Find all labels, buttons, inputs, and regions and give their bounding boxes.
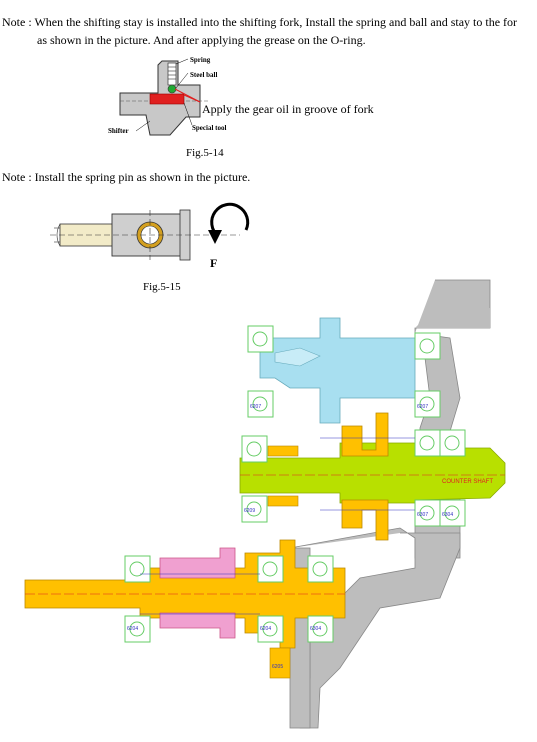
bearing-label-8: 6304 [442,512,453,518]
transmission-assembly: COUNTER SHAFT 6207 6207 6209 6307 6204 6 [24,279,506,729]
figure-5-14 [119,58,210,136]
label-steel-ball: Steel ball [190,71,218,79]
pink-gear-lower [159,612,236,639]
bearing-label-7: 6304 [310,626,321,632]
housing-upper [414,279,491,454]
label-spring: Spring [190,56,211,64]
bearing-label-1: 6207 [250,404,261,410]
note-1-line-2: as shown in the picture. And after apply… [37,33,366,47]
upper-shaft [259,317,416,424]
counter-shaft [239,442,506,504]
fig-5-15-caption: Fig.5-15 [143,281,181,293]
figure-5-15 [50,202,250,261]
fig-5-14-caption: Fig.5-14 [186,147,224,159]
bearing-label-6: 6204 [260,626,271,632]
counter-shaft-label: COUNTER SHAFT [442,479,493,485]
label-shifter: Shifter [108,127,129,135]
bearing-label-2: 6207 [417,404,428,410]
gear-upper [341,412,389,457]
note-2: Note : Install the spring pin as shown i… [2,170,251,184]
label-gear-oil: Apply the gear oil in groove of fork [202,102,374,116]
note-1-line-1: Note : When the shifting stay is install… [2,15,518,29]
rotation-arrow [210,202,250,238]
bearing-label-9: 6205 [272,664,283,670]
pink-gear-upper [159,547,236,579]
bearing-label-3: 6209 [244,508,255,514]
spring-shape [167,62,177,86]
bearings [124,325,466,643]
bearing-label-5: 6204 [127,626,138,632]
label-f: F [210,256,218,270]
steel-ball-shape [167,84,177,94]
special-tool-shape [149,93,185,105]
label-special-tool: Special tool [192,124,227,132]
bearing-label-4: 6307 [417,512,428,518]
